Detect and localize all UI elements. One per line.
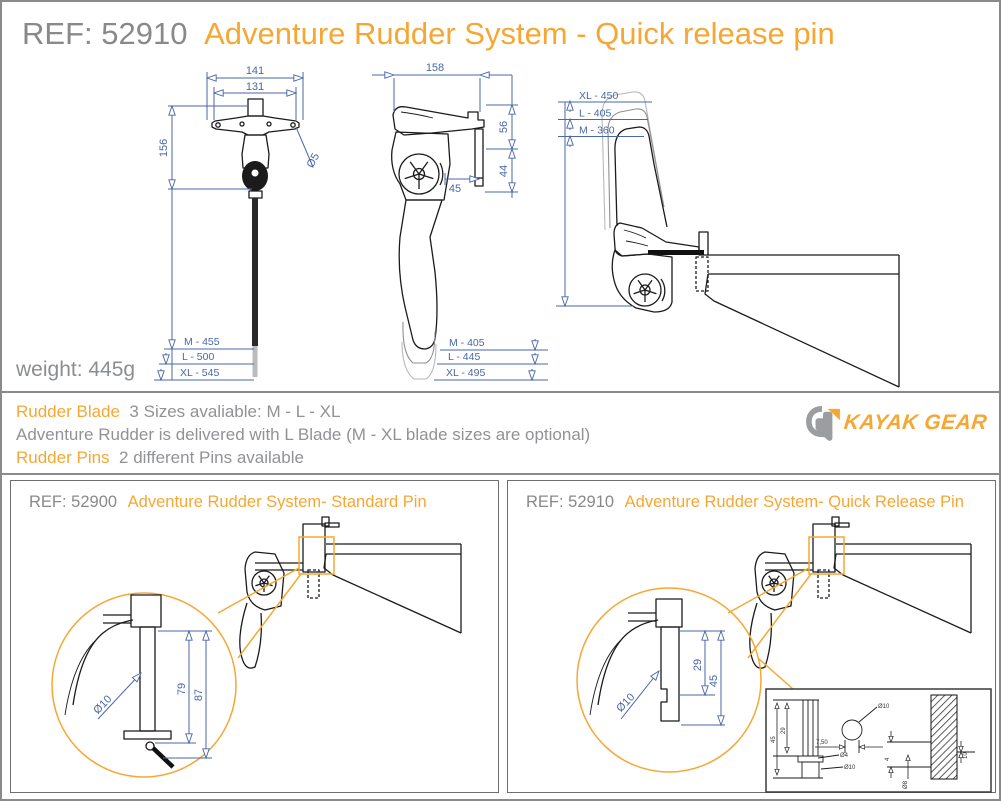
dim-standard-a: 79 [176, 683, 188, 695]
panel-right-title: Adventure Rudder System- Quick Release P… [624, 493, 964, 511]
dim-side-upper: 56 [498, 121, 510, 133]
mounted-size-m: M - 360 [579, 125, 615, 137]
kayak-gear-wordmark: KAYAK GEAR [842, 411, 989, 434]
dim-standard-dia: Ø10 [91, 693, 114, 716]
technical-drawings: 141 131 156 Ø5 M - 455 L - 500 XL - 545 [154, 62, 900, 388]
mini-mounted-drawing-right [749, 516, 972, 669]
panel-right-ref: REF: 52910 [526, 493, 615, 511]
page-title: REF: 52910 Adventure Rudder System - Qui… [22, 16, 835, 52]
panel-left-header: REF: 52900 Adventure Rudder System- Stan… [29, 493, 427, 512]
side-size-m: M - 405 [449, 337, 485, 349]
pins-text: 2 different Pins available [119, 448, 304, 467]
info-lines: Rudder Blade 3 Sizes avaliable: M - L - … [16, 400, 590, 469]
detail-circle-left [51, 592, 237, 778]
pin-spec-mini-box: 45 29 Ø4 Ø10 Ø10 7,50 [765, 688, 992, 793]
kayak-hull [704, 254, 900, 388]
dim-qr-dia: Ø10 [614, 691, 637, 714]
front-view-drawing: 141 131 156 Ø5 M - 455 L - 500 XL - 545 [154, 65, 322, 380]
standard-pin-detail: 79 87 Ø10 [64, 594, 212, 769]
mini-shaft-dia: Ø4 [840, 753, 849, 759]
mini-ring-dia: Ø10 [878, 704, 890, 710]
front-size-xl: XL - 545 [180, 367, 219, 379]
dim-side-offset: 45 [449, 183, 461, 195]
mini-mounted-drawing-left [239, 516, 462, 669]
dim-qr-a: 29 [692, 659, 704, 671]
dim-qr-b: 45 [708, 675, 720, 687]
panel-left-ref: REF: 52900 [29, 493, 118, 511]
dim-front-height: 156 [158, 139, 170, 157]
dim-front-width-inner: 131 [246, 81, 264, 93]
callout-box-right [808, 536, 845, 575]
side-view-drawing: 158 56 44 45 M - 405 L - 445 XL - 495 [372, 62, 548, 380]
dim-front-width-outer: 141 [246, 65, 264, 77]
product-title: Adventure Rudder System - Quick release … [204, 16, 835, 51]
mini-fork-width: 7,50 [816, 740, 828, 746]
mini-flange-dia: Ø10 [844, 765, 856, 771]
panel-right-header: REF: 52910 Adventure Rudder System- Quic… [526, 493, 964, 512]
side-size-xl: XL - 495 [446, 367, 485, 379]
dim-side-width: 158 [426, 62, 444, 74]
mini-sec-b: Ø8 [903, 780, 909, 789]
info-line-delivery: Adventure Rudder is delivered with L Bla… [16, 425, 591, 444]
front-size-m: M - 455 [184, 336, 220, 348]
steering-wheel-side [398, 153, 440, 195]
panel-quick-release-pin: REF: 52910 Adventure Rudder System- Quic… [507, 480, 996, 793]
front-size-l: L - 500 [182, 351, 214, 363]
quick-release-pin-drawing: 29 45 Ø10 45 29 Ø4 [576, 516, 992, 793]
mini-sec-a: 4 [885, 757, 891, 761]
info-line-blade: Rudder Blade 3 Sizes avaliable: M - L - … [16, 400, 590, 423]
steering-wheel-mounted [628, 273, 662, 307]
callout-box-left [298, 536, 335, 575]
side-size-l: L - 445 [448, 351, 480, 363]
mini-pin-upper: 29 [781, 727, 787, 734]
mini-sec-c: 10 [963, 752, 969, 759]
quick-release-pin-detail: 29 45 Ø10 [589, 598, 725, 725]
info-strip: Rudder Blade 3 Sizes avaliable: M - L - … [2, 391, 999, 475]
kayak-gear-monogram-icon [805, 406, 840, 441]
mounted-size-l: L - 405 [579, 108, 611, 120]
mini-pin-total: 45 [771, 736, 777, 743]
rudder-shaft [252, 198, 258, 346]
dim-side-lower: 44 [498, 165, 510, 177]
info-line-pins: Rudder Pins 2 different Pins available [16, 446, 590, 469]
dim-standard-b: 87 [193, 689, 205, 701]
detail-circle-right [576, 587, 762, 773]
mounted-size-xl: XL - 450 [579, 90, 618, 102]
ref-number: REF: 52910 [22, 16, 188, 51]
weight-label: weight: 445g [16, 358, 136, 381]
mounted-view-drawing: XL - 450 L - 405 M - 360 [556, 90, 900, 388]
blade-label: Rudder Blade [16, 402, 120, 421]
panel-standard-pin: REF: 52900 Adventure Rudder System- Stan… [10, 480, 499, 793]
standard-pin-drawing: 79 87 Ø10 [51, 516, 462, 778]
blade-text: 3 Sizes avaliable: M - L - XL [129, 402, 341, 421]
pins-label: Rudder Pins [16, 448, 110, 467]
panel-left-title: Adventure Rudder System- Standard Pin [127, 493, 427, 511]
kayak-gear-logo: KAYAK GEAR [805, 406, 989, 441]
